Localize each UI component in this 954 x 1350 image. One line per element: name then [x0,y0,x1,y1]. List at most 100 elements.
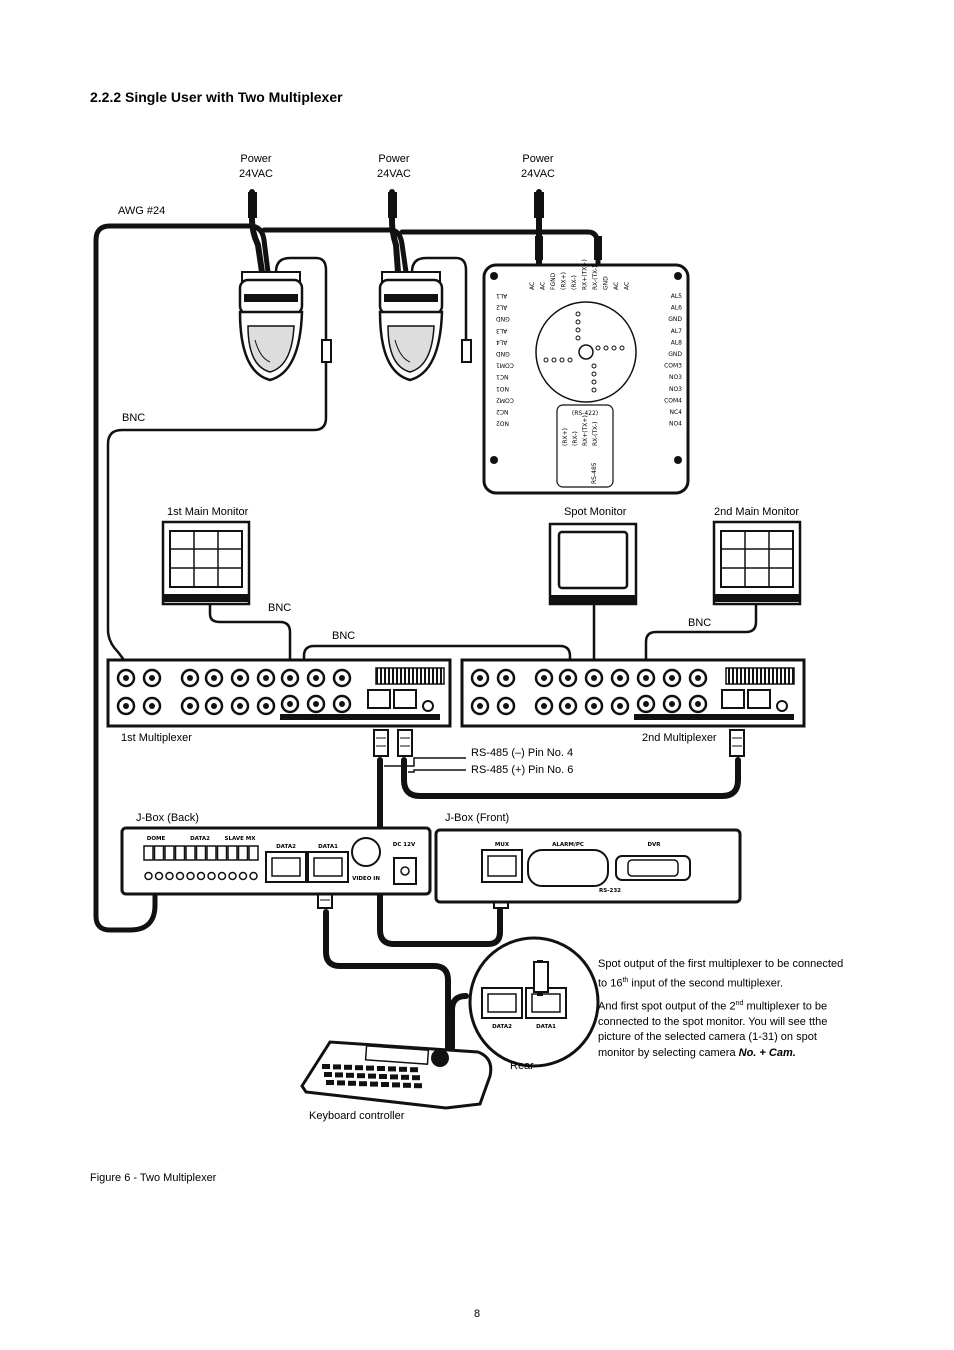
receiver-top-pin-label: RX+(TX+) [582,259,589,290]
bnc-pin-icon [643,701,649,707]
keyboard-key-icon [377,1066,385,1071]
svg-text:DATA1: DATA1 [536,1024,556,1030]
terminal-screw-icon [144,871,153,881]
rs485-minus-label: RS-485 (–) Pin No. 4 [471,747,574,759]
terminal-slot-icon [216,845,228,861]
bnc-pin-icon [237,675,243,681]
svg-text:DVR: DVR [647,842,661,848]
receiver-left-terminal-label: AL4 [496,338,507,345]
keyboard-key-icon [392,1082,400,1088]
spot-monitor-icon [548,522,638,606]
second-multiplexer-label: 2nd Multiplexer [642,732,717,744]
terminal-screw-icon [207,871,216,881]
keyboard-controller-icon [300,1040,493,1110]
rs422-pin-label: (RX+) [562,428,569,446]
jbox-back-label: J-Box (Back) [136,812,199,824]
keyboard-key-icon [410,1067,418,1073]
rs485-plus-label: RS-485 (+) Pin No. 6 [471,764,574,776]
terminal-screw-icon [217,871,227,881]
bnc-pin-icon [617,675,623,681]
bnc-pin-icon [339,701,345,707]
terminal-screw-icon [228,871,237,881]
receiver-top-pin-label: FGND [550,272,557,290]
bnc-pin-icon [187,675,193,681]
bnc-pin-icon [287,701,293,707]
terminal-slot-icon [248,845,259,861]
terminal-slot-icon [143,845,154,861]
bnc-pin-icon [123,675,129,681]
bnc-pin-icon [263,703,269,709]
receiver-top-pin-label: (RX-) [571,275,578,290]
receiver-top-pin-label: (RX+) [561,272,568,290]
dome-camera-1-icon [238,271,332,382]
jbox-front-label: J-Box (Front) [445,812,510,824]
receiver-left-terminal-label: GND [496,350,510,357]
keyboard-key-icon [414,1083,422,1089]
bnc-pin-icon [313,675,319,681]
cables [93,189,758,1051]
keyboard-key-icon [337,1080,345,1086]
receiver-left-terminal-label: NO1 [496,385,509,392]
first-main-monitor-icon [161,520,251,606]
bnc-left-label: BNC [268,602,292,614]
keyboard-key-icon [335,1072,343,1078]
receiver-right-terminal-label: COM3 [664,363,682,370]
keyboard-key-icon [348,1080,356,1086]
terminal-screw-icon [165,871,174,881]
receiver-right-terminal-label: NC4 [670,409,683,416]
rs422-pin-label: (RX-) [572,431,579,446]
section-heading: 2.2.2 Single User with Two Multiplexer [90,89,343,105]
svg-text:DC 12V: DC 12V [393,842,416,848]
receiver-top-pin-label: RX-(TX-) [592,266,599,290]
svg-text:ALARM/PC: ALARM/PC [552,842,584,848]
bnc-pin-icon [565,703,571,709]
bnc-pin-icon [187,703,193,709]
receiver-right-terminal-label: NO3 [669,386,682,393]
terminal-slot-icon [174,845,186,861]
receiver-top-pin-label: AC [540,282,547,290]
note-paragraph-2: And first spot output of the 2nd multipl… [598,999,828,1059]
keyboard-key-icon [357,1073,365,1079]
bnc-pin-icon [211,703,217,709]
keyboard-key-icon [333,1064,341,1070]
receiver-right-terminal-label: NO4 [669,421,682,428]
svg-text:DATA2: DATA2 [276,844,296,850]
keyboard-key-icon [401,1074,409,1080]
bnc-pin-icon [149,703,155,709]
bnc-camera-label: BNC [122,412,146,424]
keyboard-key-icon [412,1075,420,1081]
first-multiplexer-icon [106,658,452,728]
bnc-pin-icon [643,675,649,681]
svg-text:RS-232: RS-232 [599,888,621,894]
terminal-slot-icon [195,845,207,861]
keyboard-key-icon [370,1081,378,1087]
svg-text:VIDEO IN: VIDEO IN [352,876,380,882]
receiver-right-terminal-label: NO3 [669,374,682,381]
receiver-left-terminal-label: GND [496,315,510,322]
receiver-left-terminal-label: AL3 [496,327,507,334]
rs422-pins: (RX+)(RX-)RX+(TX+)RX-(TX-)RS-485 [562,415,599,484]
bnc-pin-icon [695,701,701,707]
keyboard-key-icon [381,1082,389,1087]
svg-text:DATA2: DATA2 [190,836,210,842]
receiver-right-terminal-label: AL8 [671,339,682,346]
receiver-left-terminal-label: COM1 [496,362,514,369]
terminal-screw-icon [238,871,248,881]
keyboard-key-icon [346,1072,354,1078]
keyboard-key-icon [403,1082,411,1088]
explanation-note: Spot output of the first multiplexer to … [598,957,848,1065]
keyboard-key-icon [326,1080,334,1085]
keyboard-key-icon [368,1073,376,1079]
receiver-left-terminal-label: AL1 [496,292,507,299]
rs422-title: (RS-422) [572,410,598,417]
rs422-pin-label: RX-(TX-) [592,422,599,446]
bnc-pin-icon [263,675,269,681]
terminal-slot-icon [237,845,249,861]
receiver-right-terminal-label: GND [668,316,682,323]
rear-label: Rear [510,1060,534,1072]
bnc-pin-icon [339,675,345,681]
second-main-monitor-label: 2nd Main Monitor [714,506,799,518]
